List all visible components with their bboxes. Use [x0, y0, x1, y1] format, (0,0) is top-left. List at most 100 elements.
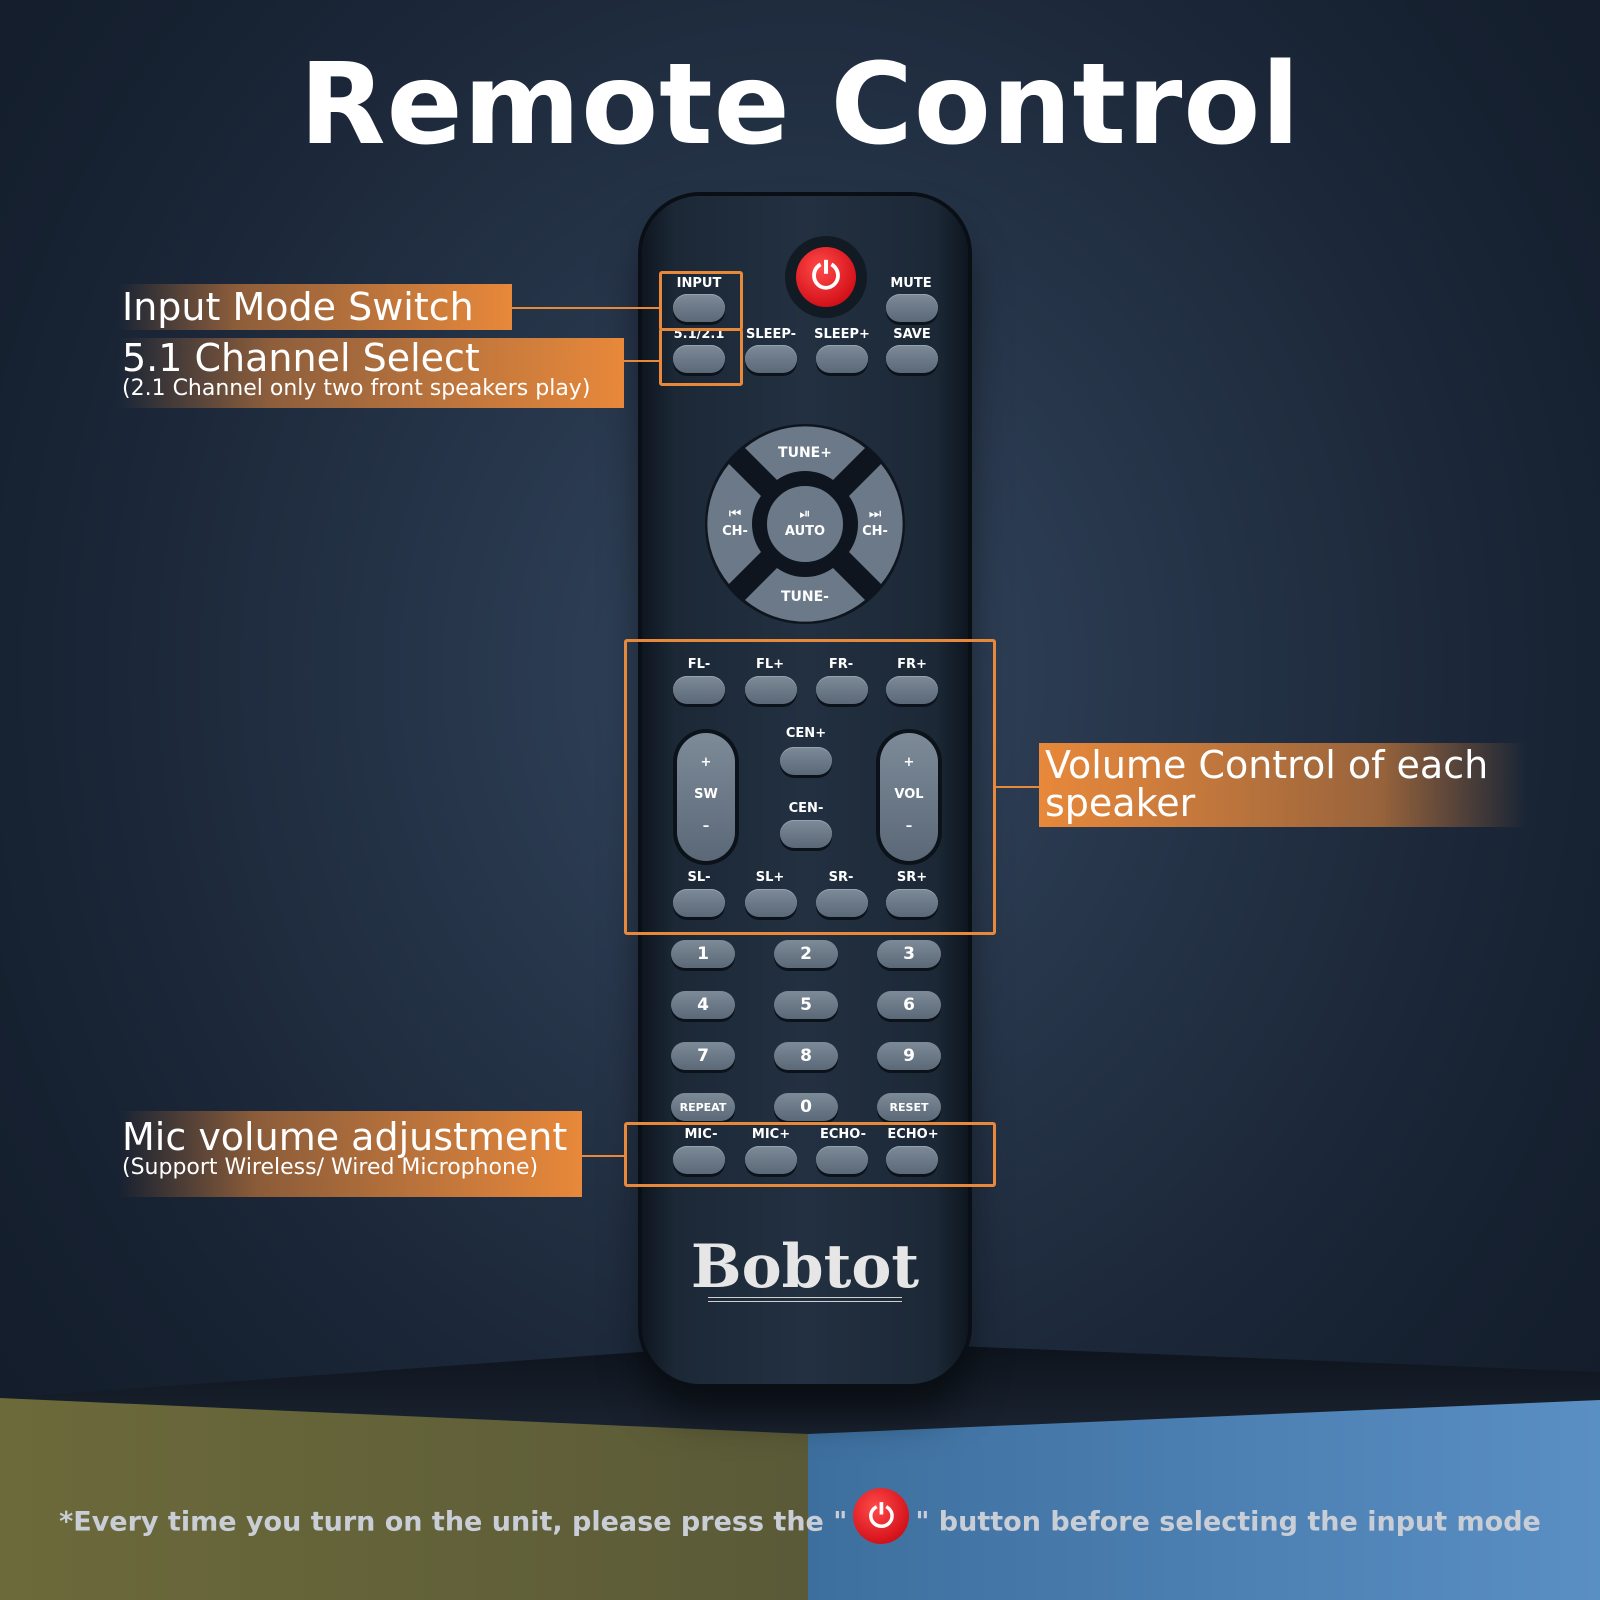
sr-plus-button[interactable] [886, 889, 938, 917]
mic-highlight-box [624, 1122, 996, 1187]
tune-up-label: TUNE+ [778, 445, 832, 461]
fl-plus-button[interactable] [745, 676, 797, 704]
brand-logo: Bobtot [690, 1232, 920, 1302]
cen-plus-button[interactable] [780, 747, 832, 775]
play-pause-button[interactable] [763, 482, 847, 566]
num-3-button[interactable]: 3 [877, 940, 941, 968]
reset-button[interactable]: RESET [877, 1093, 941, 1121]
next-icon: ⏭ [869, 506, 882, 522]
sleep-plus-label: SLEEP+ [814, 327, 870, 342]
sl-minus-label: SL- [687, 870, 711, 885]
num-0-button[interactable]: 0 [774, 1093, 838, 1121]
power-icon: ⏻ [853, 1488, 910, 1544]
mic-callout-text: Mic volume adjustment [122, 1115, 568, 1159]
tune-down-label: TUNE- [781, 589, 829, 605]
footer-note: *Every time you turn on the unit, please… [0, 1488, 1600, 1544]
mic-minus-button[interactable] [673, 1146, 725, 1174]
fr-minus-button[interactable] [816, 676, 868, 704]
input-mode-callout: Input Mode Switch [118, 284, 512, 330]
vol-plus-label: + [903, 755, 915, 770]
fl-minus-label: FL- [687, 657, 711, 672]
sw-minus-label: – [702, 819, 710, 834]
volume-callout-line2: speaker [1045, 781, 1196, 825]
cen-minus-button[interactable] [780, 820, 832, 848]
save-button[interactable] [886, 345, 938, 373]
mute-button[interactable] [886, 294, 938, 322]
volume-callout-line1: Volume Control of each [1045, 743, 1489, 787]
tune-up-button[interactable] [745, 426, 865, 480]
num-5-button[interactable]: 5 [774, 991, 838, 1019]
sw-label: SW [694, 787, 718, 802]
num-2-button[interactable]: 2 [774, 940, 838, 968]
input-highlight-box [659, 271, 743, 331]
echo-plus-label: ECHO+ [887, 1127, 939, 1142]
volume-callout: Volume Control of each speaker [1039, 743, 1527, 827]
prev-icon: ⏮ [729, 506, 742, 522]
num-8-button[interactable]: 8 [774, 1042, 838, 1070]
mic-callout: Mic volume adjustment (Support Wireless/… [118, 1111, 582, 1197]
volume-connector-line [993, 786, 1039, 788]
tune-down-button[interactable] [745, 568, 865, 622]
volume-highlight-box [624, 639, 996, 935]
channel-select-callout-text: 5.1 Channel Select [122, 336, 480, 380]
repeat-button[interactable]: REPEAT [671, 1093, 735, 1121]
mic-connector-line [578, 1155, 624, 1157]
channel-connector-line [620, 360, 659, 362]
input-button[interactable] [673, 294, 725, 322]
fl-plus-label: FL+ [755, 657, 785, 672]
num-4-button[interactable]: 4 [671, 991, 735, 1019]
mic-plus-button[interactable] [745, 1146, 797, 1174]
prev-button[interactable] [707, 464, 761, 584]
vol-label: VOL [894, 787, 924, 802]
channel-select-callout: 5.1 Channel Select (2.1 Channel only two… [118, 338, 624, 408]
sl-plus-button[interactable] [745, 889, 797, 917]
num-1-button[interactable]: 1 [671, 940, 735, 968]
num-7-button[interactable]: 7 [671, 1042, 735, 1070]
cen-plus-label: CEN+ [785, 726, 827, 741]
brand-underline [708, 1301, 902, 1302]
echo-minus-label: ECHO- [820, 1127, 866, 1142]
channel-button[interactable] [673, 345, 725, 373]
sr-plus-label: SR+ [896, 870, 928, 885]
sleep-plus-button[interactable] [816, 345, 868, 373]
input-mode-callout-text: Input Mode Switch [122, 285, 474, 329]
sleep-minus-label: SLEEP- [745, 327, 797, 342]
power-button[interactable]: ⏻ [796, 247, 856, 307]
num-9-button[interactable]: 9 [877, 1042, 941, 1070]
page-title: Remote Control [299, 40, 1301, 170]
vol-minus-label: – [905, 819, 913, 834]
echo-plus-button[interactable] [886, 1146, 938, 1174]
cen-minus-label: CEN- [788, 801, 824, 816]
sl-plus-label: SL+ [755, 870, 785, 885]
sw-rocker[interactable]: + SW – [677, 733, 735, 861]
next-label: CH- [862, 524, 888, 539]
fr-minus-label: FR- [828, 657, 854, 672]
mute-label: MUTE [890, 276, 932, 291]
sr-minus-label: SR- [828, 870, 854, 885]
input-label: INPUT [676, 276, 722, 291]
vol-rocker[interactable]: + VOL – [880, 733, 938, 861]
play-pause-icon: ⏯ [799, 506, 810, 522]
mic-callout-subtext: (Support Wireless/ Wired Microphone) [122, 1155, 539, 1180]
mic-minus-label: MIC- [684, 1127, 718, 1142]
input-connector-line [508, 307, 659, 309]
echo-minus-button[interactable] [816, 1146, 868, 1174]
dpad: TUNE+ TUNE- ⏮ CH- ⏭ CH- ⏯ AUTO [705, 424, 905, 624]
channel-select-callout-subtext: (2.1 Channel only two front speakers pla… [122, 376, 591, 401]
fr-plus-button[interactable] [886, 676, 938, 704]
power-icon: ⏻ [811, 256, 841, 297]
next-button[interactable] [849, 464, 903, 584]
auto-label: AUTO [785, 524, 825, 539]
sleep-minus-button[interactable] [745, 345, 797, 373]
sr-minus-button[interactable] [816, 889, 868, 917]
num-6-button[interactable]: 6 [877, 991, 941, 1019]
footer-text-before: *Every time you turn on the unit, please… [59, 1506, 848, 1538]
channel-highlight-box [659, 328, 743, 386]
brand-underline [708, 1297, 902, 1298]
fl-minus-button[interactable] [673, 676, 725, 704]
mic-plus-label: MIC+ [751, 1127, 791, 1142]
sl-minus-button[interactable] [673, 889, 725, 917]
footer-text-after: " button before selecting the input mode [915, 1506, 1541, 1538]
save-label: SAVE [893, 327, 931, 342]
